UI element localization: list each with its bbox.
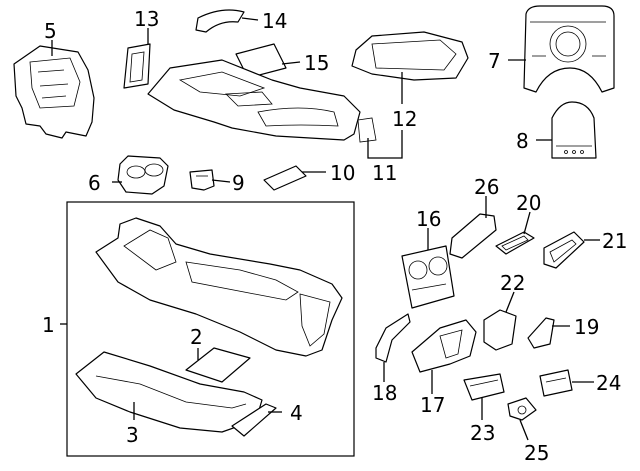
callout-6: 6: [88, 171, 101, 195]
part-19-cover: [527, 317, 555, 349]
callout-17: 17: [420, 393, 445, 417]
part-26-switch-panel: [449, 213, 497, 259]
part-2-mat: [185, 347, 251, 383]
callout-9: 9: [232, 171, 245, 195]
part-22-switch: [483, 309, 517, 351]
callout-20: 20: [516, 191, 541, 215]
callout-22: 22: [500, 271, 525, 295]
part-9-clip: [189, 169, 215, 191]
part-24-switch-block: [539, 369, 573, 397]
callout-5: 5: [44, 19, 57, 43]
part-4-bracket: [231, 403, 277, 437]
part-1-console-body: [95, 217, 343, 357]
part-16-vent-bezel: [401, 245, 455, 309]
callout-25: 25: [524, 441, 549, 465]
callout-19: 19: [574, 315, 599, 339]
part-6-cup-holder: [117, 155, 169, 195]
callout-13: 13: [134, 7, 159, 31]
callout-26: 26: [474, 175, 499, 199]
callout-18: 18: [372, 381, 397, 405]
callout-8: 8: [516, 129, 529, 153]
callout-1: 1: [42, 313, 55, 337]
part-7-control-unit: [523, 5, 615, 93]
part-12-armrest-lid: [351, 31, 469, 81]
callout-7: 7: [488, 49, 501, 73]
part-8-bezel: [551, 101, 597, 159]
callout-11: 11: [372, 161, 397, 185]
part-18-side-trim: [375, 313, 411, 363]
assembly-frame: [66, 201, 355, 457]
callout-24: 24: [596, 371, 621, 395]
part-21-trim-ring: [543, 231, 585, 269]
part-5-shifter-housing: [13, 45, 95, 139]
callout-15: 15: [304, 51, 329, 75]
part-10-tray-mat: [263, 165, 307, 191]
callout-12: 12: [392, 107, 417, 131]
leader-lines: [51, 17, 600, 441]
callout-labels: 5 13 14 15 7 8 12 11 6 9 10 1 2 3 4 16 2…: [42, 7, 627, 465]
callout-10: 10: [330, 161, 355, 185]
callout-2: 2: [190, 325, 203, 349]
console-top-assembly: [147, 59, 377, 143]
callout-21: 21: [602, 229, 627, 253]
part-13-bracket: [123, 43, 151, 89]
callout-14: 14: [262, 9, 287, 33]
part-14-trim-strip: [195, 9, 245, 33]
callout-23: 23: [470, 421, 495, 445]
part-23-housing: [463, 373, 505, 401]
callout-3: 3: [126, 423, 139, 447]
callout-4: 4: [290, 401, 303, 425]
part-20-frame: [495, 231, 535, 255]
callout-16: 16: [416, 207, 441, 231]
part-25-connector: [507, 397, 537, 421]
part-17-rear-panel: [411, 319, 477, 373]
